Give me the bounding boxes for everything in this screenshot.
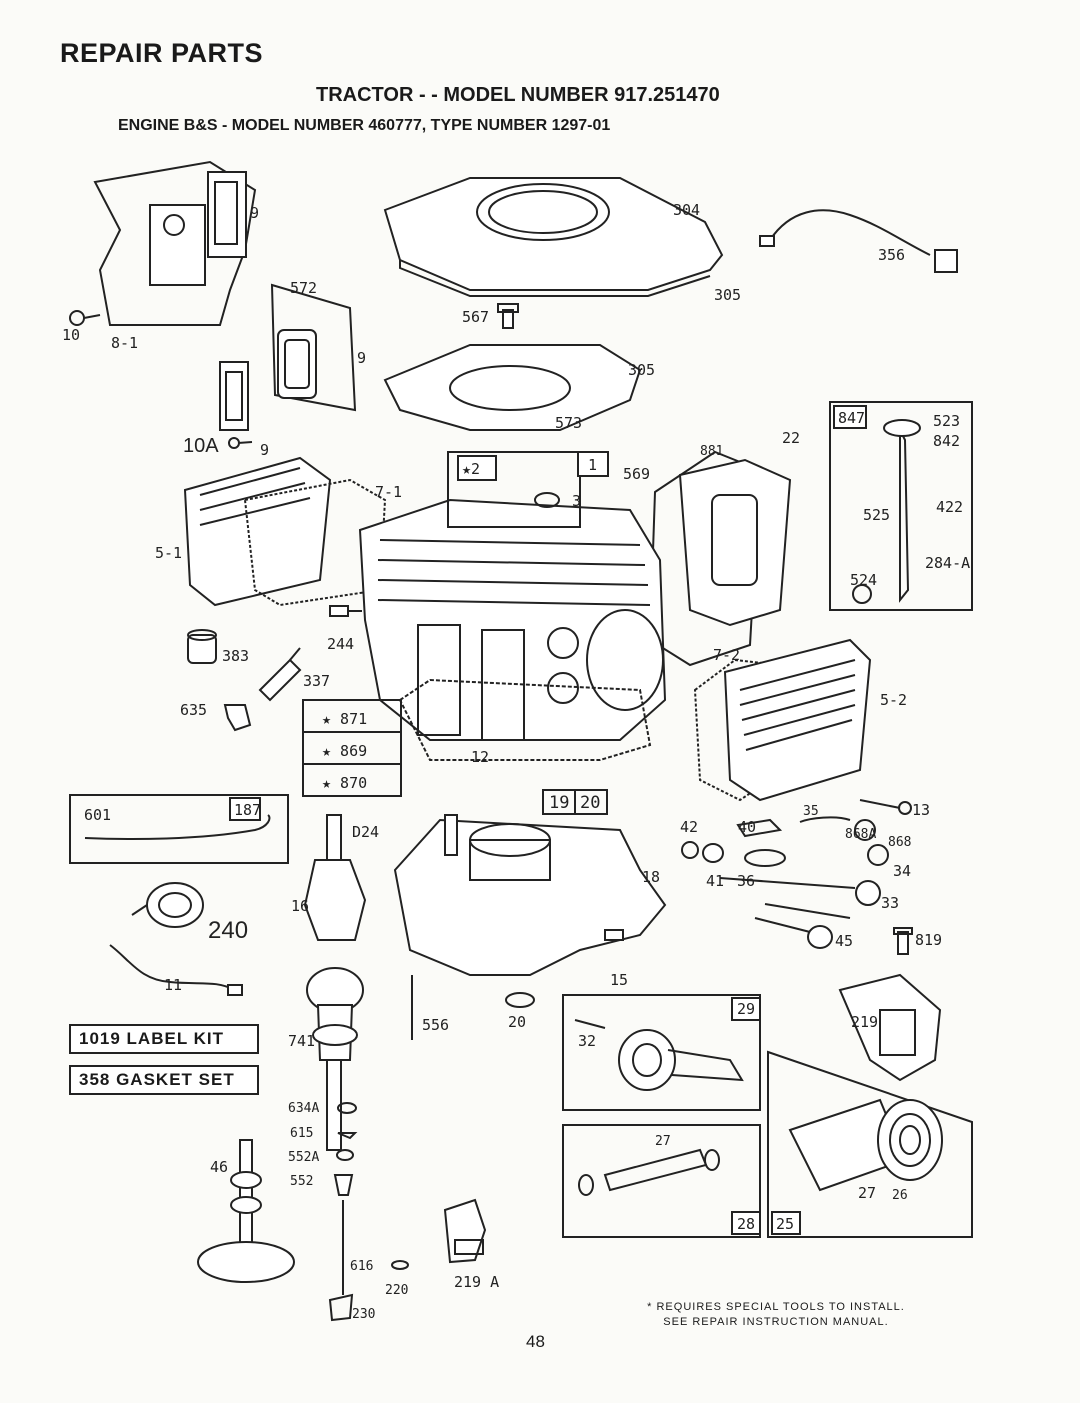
spark-plug-wire-drawing [759,209,958,273]
fuel-tube-11-drawing [109,944,243,996]
piston-drawing [788,1098,943,1192]
fuel-line-601-drawing [84,814,271,841]
cylinder-head-right-drawing [693,638,872,802]
bolt-13-drawing [859,799,912,815]
piston-pin-drawing [578,1148,720,1196]
cylinder-block-drawing [358,498,667,741]
piston-pin-box [562,1124,761,1238]
piston-box [767,1050,973,1238]
seal-3-drawing [534,492,560,508]
kit-28-tag [731,1211,761,1235]
page-number: 48 [526,1332,545,1351]
governor-bracket-drawing [838,973,942,1082]
fuel-line-box [69,794,289,864]
crankshaft-drawing [303,814,367,1151]
cylinder-baffle-drawing [383,344,642,431]
camshaft-drawing [197,1139,295,1283]
drain-plug-15-drawing [604,929,624,941]
kit-19-tag [542,789,576,815]
kit-20-tag [574,789,608,815]
kit-29-tag [731,997,761,1021]
small-cover-drawing [219,361,249,431]
dipstick-kit-box [829,401,973,611]
governor-219A-drawing [443,1198,487,1264]
fuel-filter-240-drawing [131,882,204,928]
air-guide-panel-drawing [270,283,357,412]
screw-10A-drawing [228,437,253,449]
small-parts-stack-drawing [333,1102,358,1196]
screw-10-drawing [69,310,101,326]
bolt-567-drawing [497,303,519,329]
connecting-rod-box [562,994,761,1111]
connecting-rod-drawing [574,1019,744,1091]
shroud-cover-drawing [383,177,724,297]
special-tools-note: * REQUIRES SPECIAL TOOLS TO INSTALL. SEE… [582,1300,970,1330]
label-kit-box: 1019 LABEL KIT [69,1024,259,1054]
blower-housing-drawing [93,160,257,326]
kit-187-tag [229,797,261,821]
washer-220-drawing [391,1260,409,1270]
cylinder-head-left-drawing [183,456,387,607]
kit-1-tag [577,451,609,477]
bushing-383-drawing [187,629,217,664]
short-block-box [447,451,581,528]
seal-20-drawing [505,992,535,1008]
tractor-model-heading: TRACTOR - - MODEL NUMBER 917.251470 [316,84,720,106]
governor-shaft-616-drawing [328,1200,354,1322]
page-title: REPAIR PARTS [60,38,264,68]
elbow-635-drawing [223,704,252,732]
kit-25-tag [771,1211,801,1235]
dipstick-tube-drawing [852,419,921,604]
note-line-2: SEE REPAIR INSTRUCTION MANUAL. [663,1316,889,1328]
engine-base-drawing [393,814,667,976]
engine-model-heading: ENGINE B&S - MODEL NUMBER 460777, TYPE N… [118,117,611,134]
kit-847-tag [833,405,867,429]
kit-2-tag [457,455,497,481]
gear-741-drawing [312,1024,358,1046]
gasket-set-box: 358 GASKET SET [69,1065,259,1095]
fitting-244-drawing [329,605,362,617]
note-line-1: * REQUIRES SPECIAL TOOLS TO INSTALL. [647,1301,905,1313]
gasket-12-drawing [398,678,652,761]
breather-gasket-drawing [648,450,792,667]
spark-plug-337-drawing [258,647,302,702]
star-kit-box [302,699,402,797]
screw-819-drawing [893,927,913,955]
valve-train-drawing [681,816,889,949]
